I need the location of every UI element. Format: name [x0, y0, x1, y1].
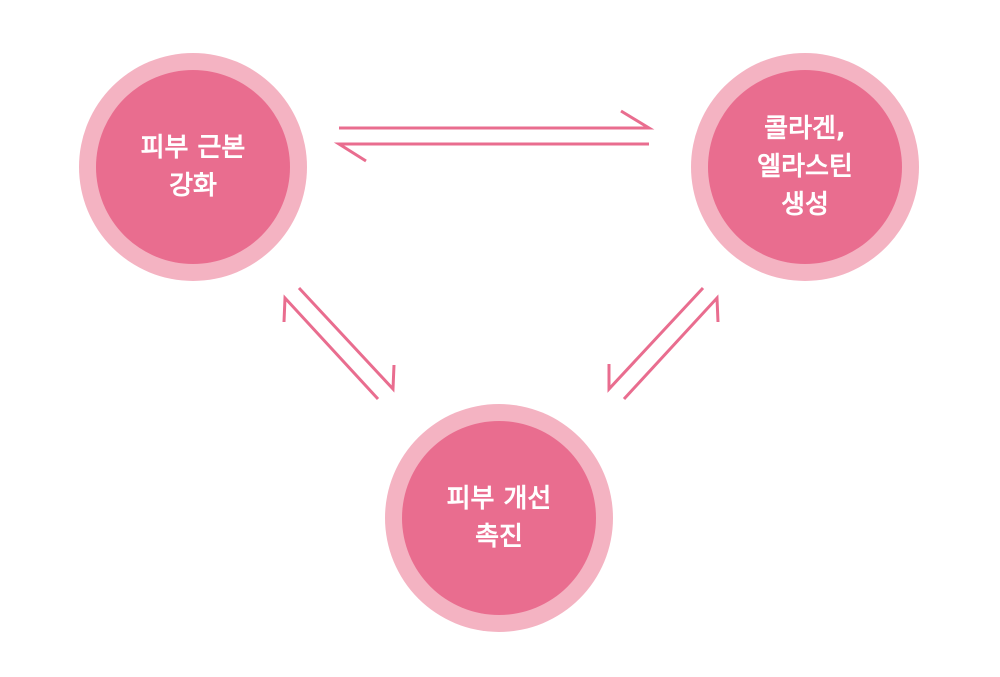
node-right-label: 콜라겐, 엘라스틴 생성 — [757, 114, 853, 220]
arrow-left-bottom — [282, 286, 396, 401]
node-bottom-label: 피부 개선 촉진 — [446, 484, 552, 552]
arrow-right-bottom — [607, 286, 720, 401]
node-left-label: 피부 근본 강화 — [140, 133, 246, 201]
arrow-left-right — [333, 109, 655, 163]
node-right-circle — [691, 53, 919, 281]
node-left-circle — [79, 53, 307, 281]
node-bottom-circle — [385, 404, 613, 632]
